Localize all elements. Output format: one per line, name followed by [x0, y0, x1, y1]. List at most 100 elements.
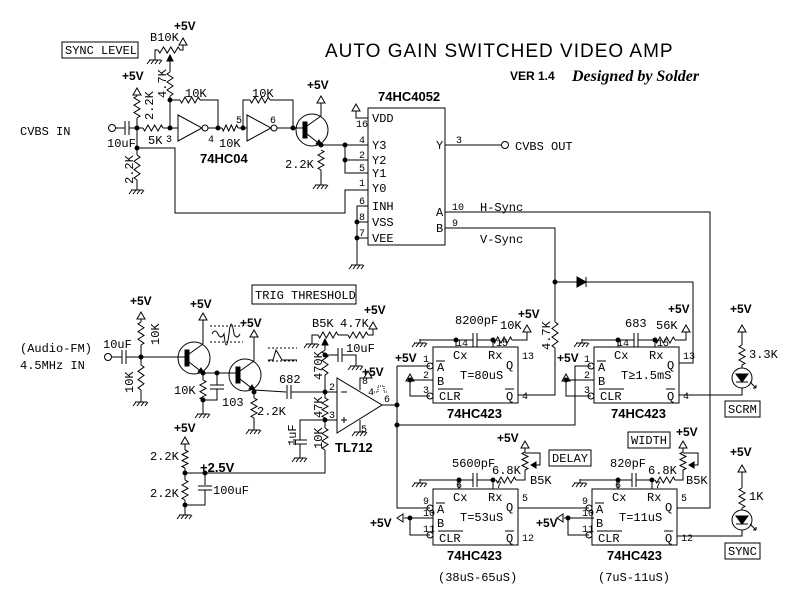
- top-component-labels: B10K 4.7K 2.2K 2.2K 10uF 5K 10K 10K 10K …: [107, 31, 315, 184]
- resistor: [320, 397, 330, 419]
- pin-number: 4: [359, 136, 365, 147]
- junction-dot: [407, 377, 413, 383]
- inverter-ic-label: 74HC04: [200, 151, 248, 166]
- pin-number: 2: [329, 383, 335, 394]
- supply-label: +5V: [518, 307, 540, 321]
- supply-arrow-icon: [396, 513, 404, 523]
- capacitor: [631, 473, 637, 487]
- supply-label: +5V: [364, 303, 386, 317]
- pin-label: Cx: [453, 349, 467, 363]
- component-value: 4.7K: [540, 320, 554, 350]
- capacitor: [633, 333, 639, 347]
- component-value: 47K: [312, 396, 326, 418]
- resistor: [157, 46, 181, 54]
- pin-label: Y2: [372, 154, 386, 168]
- supply-label: +5V: [497, 431, 519, 445]
- component-value: 2.2K: [285, 158, 315, 172]
- supply-arrow-icon: [180, 435, 190, 445]
- resistor: [551, 321, 559, 349]
- pin-label: INH: [372, 200, 394, 214]
- v-sync-label: V-Sync: [480, 233, 523, 247]
- supply-arrow-icon: [522, 323, 532, 333]
- schematic-wiring: [104, 36, 757, 546]
- credit-label: Designed by Solder: [571, 68, 700, 85]
- resistor: [221, 123, 239, 133]
- ic-body: [591, 488, 678, 546]
- component-value: 6.8K: [492, 464, 522, 478]
- supply-arrow-icon: [520, 439, 530, 449]
- pin-number: 5: [359, 164, 365, 175]
- pin-number: 1: [423, 355, 429, 366]
- pin-number: 8: [359, 213, 365, 224]
- wire: [565, 381, 591, 397]
- component-value: 10K: [185, 87, 207, 101]
- resistor: [321, 349, 329, 376]
- capacitor: [124, 121, 130, 135]
- sync-label: SYNC: [728, 545, 757, 559]
- pin-number: 6: [615, 481, 621, 492]
- pin-number: 1: [359, 179, 365, 190]
- mux-pin-labels: VDD Y3 Y2 Y1 Y0 INH VSS VEE Y A B 16 4 2…: [356, 112, 464, 246]
- pin-number: 5: [522, 494, 528, 505]
- component-value: 10uF: [103, 338, 132, 352]
- wire: [679, 388, 743, 396]
- transistor-collector: [188, 343, 204, 355]
- supply-arrow-icon: [363, 369, 373, 379]
- pin-number: 5: [681, 494, 687, 505]
- wire: [396, 405, 430, 509]
- pulse-icon: [268, 348, 297, 361]
- junction-dot: [649, 477, 655, 483]
- junction-dot: [318, 142, 324, 148]
- range-label: (38uS-65uS): [438, 571, 517, 585]
- ic-body: [367, 107, 446, 246]
- resistor: [166, 71, 174, 97]
- ic-body: [432, 488, 519, 546]
- ground-icon: [573, 339, 590, 348]
- wire: [677, 530, 743, 537]
- wire: [518, 348, 556, 396]
- component-value: 10K: [252, 87, 274, 101]
- supply-label: +5V: [668, 302, 690, 316]
- wire: [253, 389, 287, 393]
- resistor: [133, 154, 141, 181]
- pin-number: 7: [655, 481, 661, 492]
- wire: [586, 281, 694, 364]
- supply-arrow-icon: [198, 311, 208, 321]
- component-value: B5K: [686, 474, 708, 488]
- mono-ic-label: 74HC423: [447, 548, 502, 563]
- wire: [675, 332, 687, 341]
- pin-label: CLR: [439, 390, 461, 404]
- npn-transistor-icon: [295, 113, 329, 147]
- pin-label: A: [436, 206, 444, 220]
- pin-label: Y3: [372, 139, 386, 153]
- supply-label: +5V: [557, 351, 579, 365]
- half-supply-label: +2.5V: [200, 460, 235, 475]
- capacitor: [198, 485, 212, 491]
- led-icon: [731, 367, 757, 389]
- junction-dot: [215, 125, 221, 131]
- resistor: [520, 451, 530, 471]
- resistor: [321, 427, 329, 451]
- wire: [355, 111, 368, 119]
- wire: [200, 99, 219, 128]
- cvbs-in-label: CVBS IN: [20, 125, 70, 139]
- ic-body: [432, 346, 519, 404]
- pin-number: 9: [452, 219, 458, 230]
- resistor: [317, 330, 339, 340]
- resistor: [737, 487, 747, 509]
- resistor: [137, 321, 145, 346]
- supply-arrow-icon: [678, 439, 688, 449]
- pin-number: 5: [236, 116, 242, 127]
- pin-number: 13: [522, 352, 534, 363]
- supply-label: +5V: [362, 365, 384, 379]
- component-value: 6.8K: [648, 464, 678, 478]
- wire: [636, 479, 653, 489]
- transistor-base: [302, 121, 308, 139]
- terminal-icon: [501, 141, 509, 149]
- audio-fm-freq-label: 4.5MHz IN: [20, 359, 85, 373]
- resistor: [316, 149, 326, 171]
- schematic-title: AUTO GAIN SWITCHED VIDEO AMP: [325, 41, 674, 62]
- capacitor: [121, 350, 127, 364]
- wire: [356, 205, 368, 262]
- width-label: WIDTH: [631, 434, 667, 448]
